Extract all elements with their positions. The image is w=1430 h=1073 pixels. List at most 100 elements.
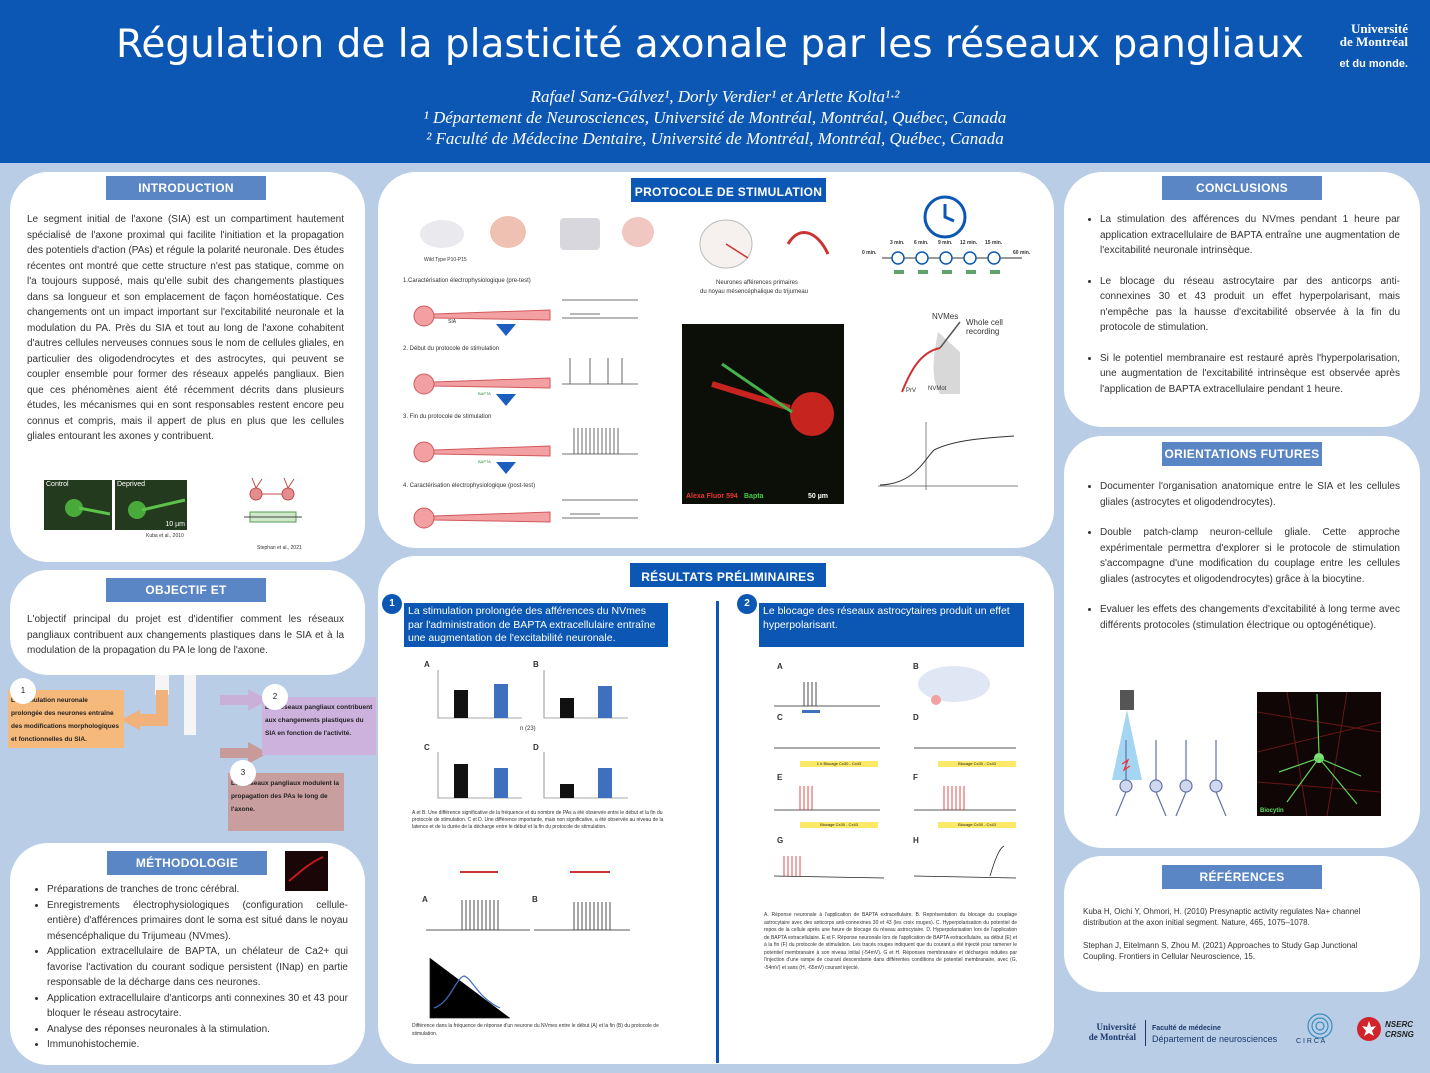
brain-anatomy (688, 214, 838, 278)
objectif-tag: OBJECTIF ET HYPOTHÈSES (106, 578, 266, 621)
r2-label-h: H (913, 836, 919, 845)
method-item-3: Application extracellulaire de BAPTA, un… (47, 944, 348, 991)
rectification-plot (874, 420, 1020, 500)
block-label-2: Blocage Cx30 - Cx43 (938, 761, 1016, 767)
bapta-label-1: BAPTA (478, 391, 491, 396)
conclusion-3: Si le potentiel membranaire est restauré… (1100, 351, 1400, 398)
r1-caption: A et B. Une différence significative de … (412, 810, 664, 830)
affiliation-1: ¹ Département de Neurosciences, Universi… (423, 108, 1007, 127)
r2-label-f: F (913, 773, 918, 782)
nserc-text: NSERC (1385, 1020, 1414, 1029)
methodologie-list: Préparations de tranches de tronc cérébr… (33, 882, 348, 1053)
footer-udem-1: Université (1096, 1022, 1137, 1032)
scale-label: 10 µm (165, 521, 185, 528)
methodologie-micrograph (285, 851, 328, 891)
result-1-title: La stimulation prolongée des afférences … (404, 603, 668, 647)
conclusions-tag: CONCLUSIONS (1162, 176, 1322, 200)
whole-cell-label: Whole cell recording (966, 318, 1003, 336)
r1-trace-label-a: A (422, 895, 428, 904)
r1-label-c: C (424, 743, 430, 752)
wild-type: Wild Type P10-P15 (424, 257, 467, 263)
biocytin-micrograph: Biocytin (1256, 691, 1382, 817)
orientations-tag: ORIENTATIONS FUTURES (1162, 442, 1322, 466)
hypothesis-3-text: Les réseaux pangliaux modulent la propag… (231, 780, 340, 813)
bapta-micrograph: Alexa Fluor 594 Bapta 50 µm (682, 324, 844, 504)
cite-kuba: Kuba et al., 2010 (146, 533, 184, 539)
step-2: 2. Début du protocole de stimulation (403, 346, 500, 352)
objectif-text: L'objectif principal du projet est d'ide… (27, 614, 344, 656)
r1-trace-label-b: B (532, 895, 538, 904)
panglial-diagram (236, 476, 310, 540)
r1-n: n (23) (520, 726, 536, 732)
recording-schematic (900, 312, 990, 397)
step-3: 3. Fin du protocole de stimulation (403, 414, 492, 420)
conclusions-list: La stimulation des afférences du NVmes p… (1086, 212, 1400, 412)
method-item-2: Enregistrements électrophysiologiques (c… (47, 898, 348, 945)
resultats-tag: RÉSULTATS PRÉLIMINAIRES (630, 563, 826, 587)
footer-fac-2: Département de neurosciences (1152, 1034, 1278, 1044)
r1-caption-2: Différence dans la fréquence de réponse … (412, 1023, 659, 1037)
poster-title: Régulation de la plasticité axonale par … (115, 22, 1304, 67)
time-15: 15 min. (985, 240, 1003, 246)
bapta-label-2: BAPTA (478, 459, 491, 464)
time-6: 6 min. (914, 240, 929, 246)
r2-label-c: C (777, 713, 783, 722)
time-0: 0 min. (862, 250, 877, 256)
block-label-4: Blocage Cx30 - Cx43 (938, 822, 1016, 828)
intro-tag: INTRODUCTION (106, 176, 266, 200)
methodologie-tag: MÉTHODOLOGIE (107, 851, 267, 875)
slicing-illustrations (412, 206, 670, 258)
micro-scale: 50 µm (808, 493, 828, 500)
hypothesis-1: La stimulation neuronale prolongée des n… (8, 690, 124, 748)
neurones-caption-1: Neurones afférences primaires (716, 280, 798, 286)
r2-label-e: E (777, 773, 783, 782)
control-label: Control (46, 481, 69, 488)
footer-faculte: Faculté de médecine Département de neuro… (1152, 1024, 1277, 1044)
footer-udem-logo: Université de Montréal (1066, 1022, 1136, 1042)
conclusion-2: Le blocage du réseau astrocytaire par de… (1100, 274, 1400, 336)
method-item-4: Application extracellulaire d'anticorps … (47, 991, 348, 1022)
intro-text: Le segment initial de l'axone (SIA) est … (27, 214, 344, 442)
block-label-1: 1 h Blocage Cx30 - Cx43 (800, 761, 878, 767)
clock-icon (922, 194, 968, 240)
authors-block: Rafael Sanz-Gálvez¹, Dorly Verdier¹ et A… (0, 86, 1430, 149)
alexa-label: Alexa Fluor 594 (686, 493, 738, 500)
poster-header: Régulation de la plasticité axonale par … (0, 0, 1430, 163)
circa-logo: C I R C A (1296, 1010, 1344, 1050)
orientation-3: Evaluer les effets des changements d'exc… (1100, 602, 1400, 633)
result-2-title: Le blocage des réseaux astrocytaires pro… (759, 603, 1024, 647)
step-4: 4. Caractérisation électrophysiologique … (403, 483, 536, 489)
affiliation-2: ² Faculté de Médecine Dentaire, Universi… (426, 129, 1004, 148)
deprived-micrograph: Deprived 10 µm (115, 480, 187, 530)
step-1: 1.Caractérisation électrophysiologique (… (403, 278, 531, 284)
hypothesis-arrows (120, 675, 270, 775)
r2-traces (764, 666, 1024, 896)
block-label-3: Blocage Cx30 - Cx43 (800, 822, 878, 828)
neurones-caption-2: du noyau mésencéphalique du trijumeau (700, 289, 809, 295)
result-2-number: 2 (737, 594, 757, 614)
references-tag: RÉFÉRENCES (1162, 865, 1322, 889)
nvmes-label: NVMes (932, 312, 959, 321)
time-12: 12 min. (960, 240, 978, 246)
result-1-number: 1 (382, 594, 402, 614)
r2-label-d: D (913, 713, 919, 722)
r2-label-a: A (777, 662, 783, 671)
hypothesis-2-number: 2 (262, 684, 288, 710)
method-item-5: Analyse des réponses neuronales à la sti… (47, 1022, 348, 1038)
hypothesis-1-text: La stimulation neuronale prolongée des n… (11, 697, 119, 743)
r2-label-g: G (777, 836, 784, 845)
stim-traces (560, 288, 640, 533)
time-3: 3 min. (890, 240, 905, 246)
r1-label-d: D (533, 743, 539, 752)
reference-1: Kuba H, Oichi Y, Ohmori, H. (2010) Presy… (1083, 907, 1361, 927)
timeline (862, 238, 1040, 286)
logo-line-1: Université (1350, 21, 1408, 36)
biocytin-label: Biocytin (1260, 808, 1284, 814)
bapta-micro-label: Bapta (744, 493, 764, 500)
protocole-tag: PROTOCOLE DE STIMULATION (631, 178, 826, 202)
footer-divider (1145, 1020, 1146, 1046)
crsng-text: CRSNG (1385, 1030, 1414, 1039)
r1-bar-charts (432, 666, 632, 806)
orientation-2: Double patch-clamp neuron-cellule gliale… (1100, 525, 1400, 587)
nvmot-label: NVMot (928, 386, 947, 392)
